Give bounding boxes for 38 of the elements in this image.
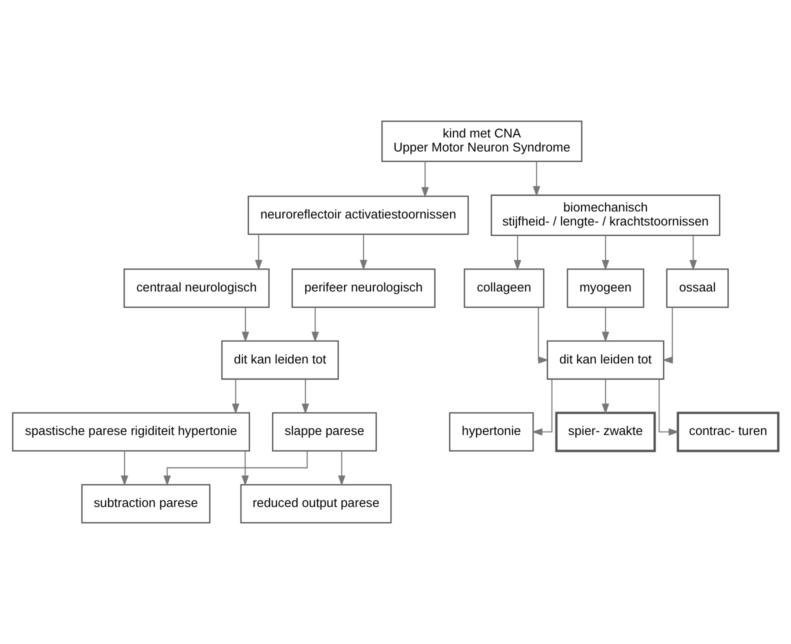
arrow: [662, 307, 673, 364]
arrow: [658, 379, 680, 436]
node-box: spastische parese rigiditeit hypertonie: [12, 412, 250, 452]
node-box: dit kan leiden tot: [221, 340, 339, 380]
arrow: [242, 307, 250, 342]
arrow: [163, 451, 308, 486]
arrow: [602, 379, 610, 414]
arrow: [120, 451, 128, 486]
arrow: [514, 236, 522, 271]
arrow: [532, 379, 552, 436]
node-box: dit kan leiden tot: [546, 340, 664, 380]
node-box: reduced output parese: [240, 484, 392, 524]
arrow: [302, 379, 310, 414]
node-box: slappe parese: [272, 412, 377, 452]
arrow: [254, 234, 262, 270]
arrow: [232, 379, 240, 414]
arrow: [602, 236, 610, 271]
node-box: ossaal: [666, 268, 729, 308]
arrow: [338, 451, 346, 486]
node-box: collageen: [464, 268, 544, 308]
node-box: myogeen: [566, 268, 644, 308]
node-box: kind met CNA Upper Motor Neuron Syndrome: [381, 120, 582, 162]
node-box: subtraction parese: [81, 484, 210, 524]
node-box: neuroreflectoir activatiestoornissen: [248, 196, 469, 235]
node-box: biomechanisch stijfheid- / lengte- / krachtstoornissen: [490, 194, 720, 236]
arrow: [241, 451, 249, 486]
arrow: [690, 236, 697, 271]
arrow: [421, 162, 429, 198]
arrow: [602, 307, 610, 342]
arrow: [538, 307, 549, 364]
node-box: perifeer neurologisch: [292, 268, 436, 308]
node-box: hypertonie: [449, 412, 534, 452]
node-box: centraal neurologisch: [124, 268, 270, 308]
arrow: [311, 307, 319, 342]
node-box: contrac- turen: [676, 412, 780, 452]
node-box: spier- zwakte: [555, 412, 656, 452]
arrow: [360, 234, 368, 270]
arrow: [532, 162, 540, 197]
